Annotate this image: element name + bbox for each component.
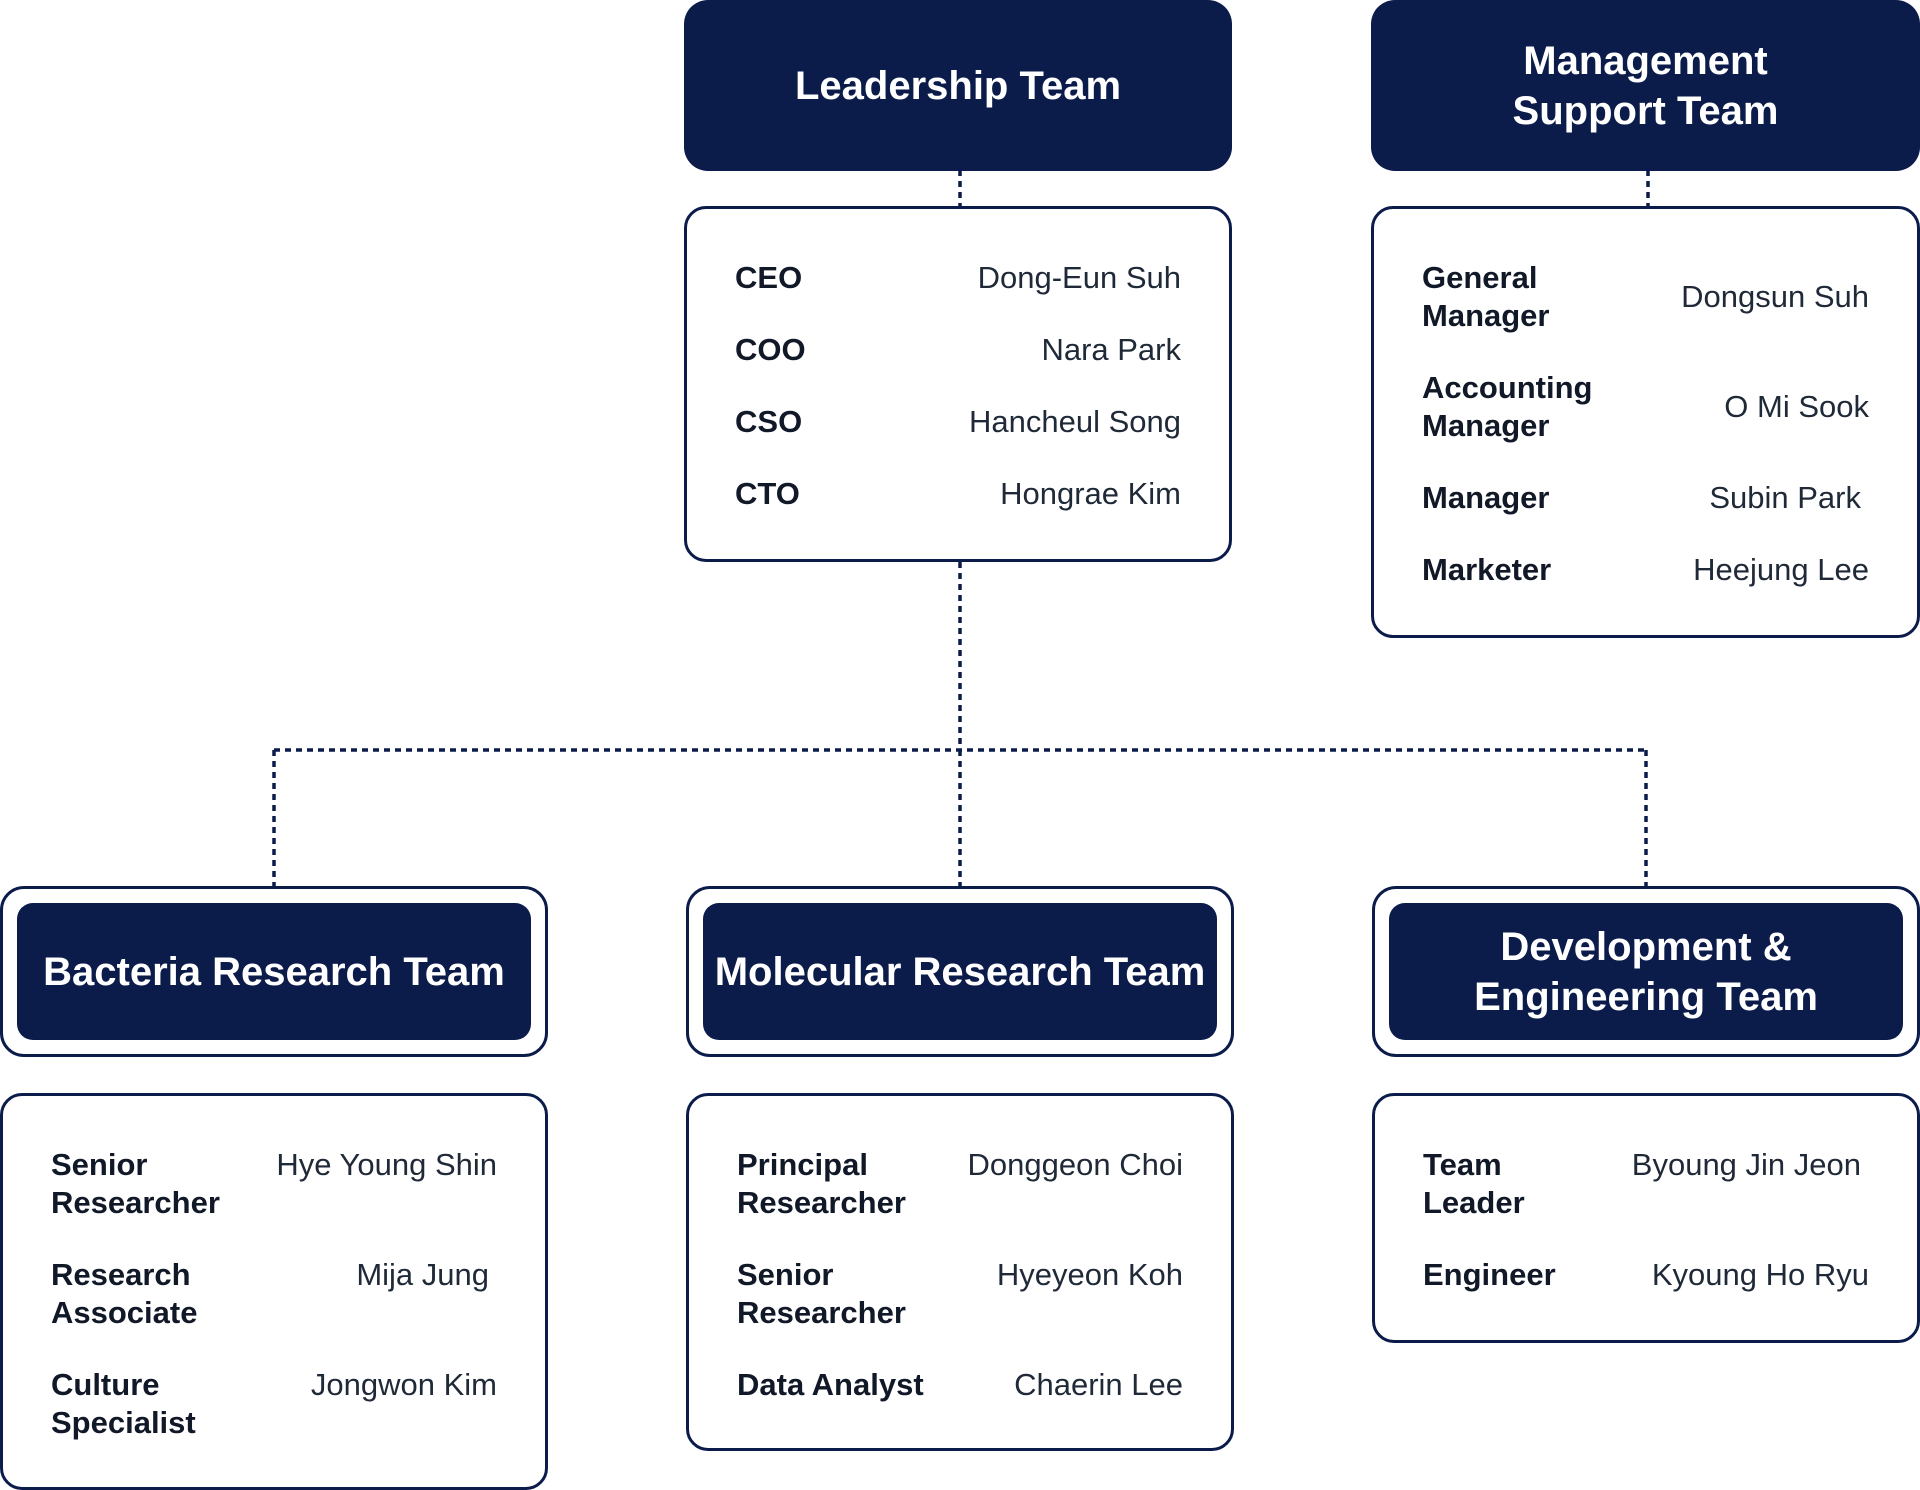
member-row: Marketer Heejung Lee [1422, 551, 1869, 589]
member-row: CEO Dong-Eun Suh [735, 259, 1181, 297]
member-name: Chaerin Lee [1014, 1367, 1183, 1402]
member-name: Hongrae Kim [1000, 476, 1181, 511]
member-row: Accounting Manager O Mi Sook [1422, 369, 1869, 445]
member-row: COO Nara Park [735, 331, 1181, 369]
member-row: General Manager Dongsun Suh [1422, 259, 1869, 335]
molecular-members-card: Principal Researcher Donggeon Choi Senio… [686, 1093, 1234, 1451]
member-name: Dong-Eun Suh [977, 260, 1181, 295]
member-name: Hyeyeon Koh [996, 1257, 1183, 1292]
development-members-card: Team Leader Byoung Jin Jeon Engineer Kyo… [1372, 1093, 1920, 1343]
member-name: Mija Jung [356, 1257, 489, 1292]
member-name: Subin Park [1709, 480, 1861, 515]
member-row: Manager Subin Park [1422, 479, 1869, 517]
member-name: Hancheul Song [969, 404, 1181, 439]
member-name: Nara Park [1041, 332, 1181, 367]
member-row: CSO Hancheul Song [735, 403, 1181, 441]
member-role: CSO [735, 404, 803, 439]
leadership-team-header: Leadership Team [684, 0, 1232, 171]
bacteria-research-team-header: Bacteria Research Team [0, 886, 548, 1057]
member-role: Accounting Manager [1422, 370, 1593, 443]
member-role: Data Analyst [737, 1367, 924, 1402]
development-engineering-team-title-box: Development & Engineering Team [1389, 903, 1903, 1040]
member-row: Research Associate Mija Jung [51, 1256, 497, 1332]
member-role: Culture Specialist [51, 1367, 196, 1440]
bacteria-research-team-title: Bacteria Research Team [43, 949, 505, 994]
member-row: Engineer Kyoung Ho Ryu [1423, 1256, 1869, 1294]
member-name: Hye Young Shin [276, 1147, 497, 1182]
member-name: Jongwon Kim [310, 1367, 497, 1402]
member-role: Senior Researcher [737, 1257, 906, 1330]
leadership-team-title: Leadership Team [794, 63, 1122, 108]
molecular-research-team-header: Molecular Research Team [686, 886, 1234, 1057]
member-name: Kyoung Ho Ryu [1651, 1257, 1869, 1292]
member-role: Principal Researcher [737, 1147, 906, 1220]
member-role: CTO [735, 476, 800, 511]
member-role: CEO [735, 260, 803, 295]
member-row: Senior Researcher Hye Young Shin [51, 1146, 497, 1222]
member-row: Senior Researcher Hyeyeon Koh [737, 1256, 1183, 1332]
bacteria-research-team-title-box: Bacteria Research Team [17, 903, 531, 1040]
member-name: Heejung Lee [1693, 552, 1869, 587]
member-row: Team Leader Byoung Jin Jeon [1423, 1146, 1869, 1222]
management-members-card: General Manager Dongsun Suh Accounting M… [1371, 206, 1920, 638]
development-engineering-team-header: Development & Engineering Team [1372, 886, 1920, 1057]
molecular-research-team-title-box: Molecular Research Team [703, 903, 1217, 1040]
leadership-members-card: CEO Dong-Eun Suh COO Nara Park CSO Hanch… [684, 206, 1232, 562]
member-role: Engineer [1423, 1257, 1556, 1292]
member-role: Team Leader [1423, 1147, 1525, 1220]
member-name: Byoung Jin Jeon [1631, 1147, 1861, 1182]
member-role: COO [735, 332, 806, 367]
member-role: Senior Researcher [51, 1147, 220, 1220]
member-row: Culture Specialist Jongwon Kim [51, 1366, 497, 1442]
management-support-team-title: Management Support Team [1512, 38, 1779, 133]
member-role: Marketer [1422, 552, 1552, 587]
molecular-research-team-title: Molecular Research Team [714, 949, 1206, 994]
member-row: Data Analyst Chaerin Lee [737, 1366, 1183, 1404]
member-role: Research Associate [51, 1257, 198, 1330]
member-name: O Mi Sook [1724, 389, 1869, 424]
member-row: CTO Hongrae Kim [735, 475, 1181, 513]
member-name: Donggeon Choi [967, 1147, 1183, 1182]
management-support-team-header: Management Support Team [1371, 0, 1920, 171]
development-engineering-team-title: Development & Engineering Team [1474, 924, 1818, 1019]
member-name: Dongsun Suh [1681, 279, 1869, 314]
bacteria-members-card: Senior Researcher Hye Young Shin Researc… [0, 1093, 548, 1490]
member-role: General Manager [1422, 260, 1550, 333]
member-row: Principal Researcher Donggeon Choi [737, 1146, 1183, 1222]
member-role: Manager [1422, 480, 1550, 515]
